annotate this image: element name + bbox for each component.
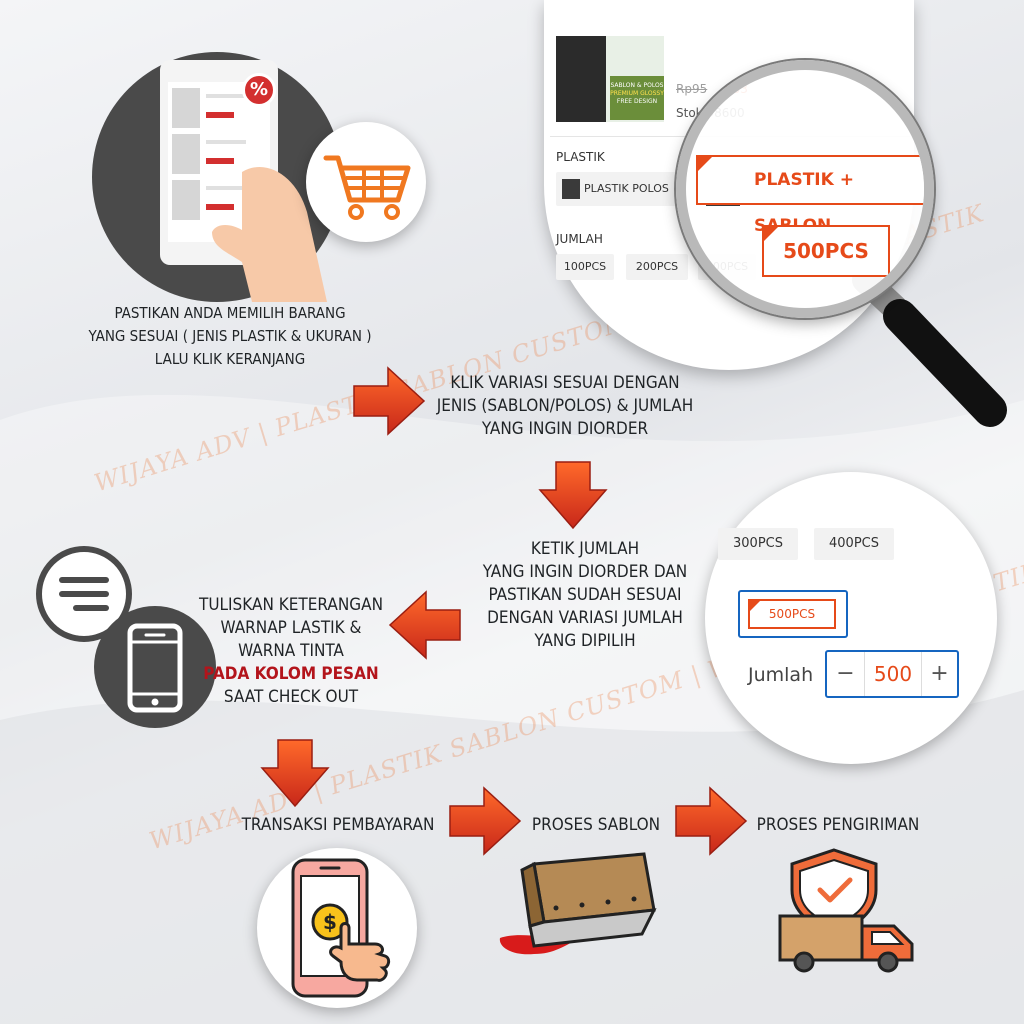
step2-caption: KLIK VARIASI SESUAI DENGAN JENIS (SABLON… bbox=[420, 372, 710, 441]
magnifier-lens: PLASTIK + SABLON 500PCS bbox=[676, 60, 934, 318]
step5-label: TRANSAKSI PEMBAYARAN bbox=[241, 815, 435, 835]
thumb-line: SABLON & POLOS bbox=[610, 82, 664, 89]
step1-line: LALU KLIK KERANJANG bbox=[154, 350, 306, 368]
qty-option-300-b[interactable]: 300PCS bbox=[718, 528, 798, 560]
arrow-right-icon bbox=[449, 786, 522, 856]
qty-option-500-zoom[interactable]: 500PCS bbox=[762, 225, 890, 277]
minus-button[interactable]: − bbox=[827, 652, 865, 696]
variant-title: PLASTIK bbox=[556, 150, 605, 164]
step3-line: KETIK JUMLAH bbox=[530, 539, 640, 559]
quantity-input[interactable]: 500 bbox=[873, 662, 913, 686]
qty-option-200[interactable]: 200PCS bbox=[626, 254, 688, 280]
variant-option-sablon[interactable]: PLASTIK + SABLON bbox=[696, 155, 924, 236]
step3-line: PASTIKAN SUDAH SESUAI bbox=[488, 585, 682, 605]
qty-option-500-b[interactable]: 500PCS bbox=[748, 599, 836, 629]
step6-label: PROSES SABLON bbox=[531, 815, 661, 835]
quantity-stepper[interactable]: − 500 + bbox=[825, 650, 959, 698]
smartphone-icon bbox=[127, 623, 183, 713]
selected-check-icon bbox=[748, 599, 762, 613]
qty-500-selection-frame bbox=[738, 590, 848, 638]
step1-line: YANG SESUAI ( JENIS PLASTIK & UKURAN ) bbox=[88, 327, 372, 345]
squeegee-icon bbox=[499, 852, 657, 955]
step4-line: TULISKAN KETERANGAN bbox=[198, 595, 384, 615]
step2-line: KLIK VARIASI SESUAI DENGAN bbox=[450, 373, 680, 393]
qty-option-400-b[interactable]: 400PCS bbox=[814, 528, 894, 560]
thumb-line: PREMIUM GLOSSY bbox=[610, 90, 664, 97]
price-old: Rp95 bbox=[676, 82, 708, 96]
jumlah-label: Jumlah bbox=[748, 664, 814, 686]
variant-option-label: PLASTIK POLOS bbox=[584, 182, 669, 195]
phone-shopping-icon bbox=[160, 60, 327, 302]
arrow-right-icon bbox=[675, 786, 748, 856]
qty-option-label: 500PCS bbox=[768, 607, 816, 621]
step3-line: DENGAN VARIASI JUMLAH bbox=[487, 608, 683, 628]
delivery-truck-icon bbox=[778, 848, 914, 973]
step4-line: WARNAP LASTIK & bbox=[220, 618, 362, 638]
variant-thumb bbox=[562, 179, 580, 199]
step4-highlight: PADA KOLOM PESAN bbox=[203, 664, 379, 684]
step4-line: SAAT CHECK OUT bbox=[223, 687, 359, 707]
product-thumbnail: SABLON & POLOS PREMIUM GLOSSY FREE DESIG… bbox=[556, 36, 664, 122]
step4-caption: TULISKAN KETERANGAN WARNAP LASTIK & WARN… bbox=[176, 594, 406, 709]
step3-line: YANG DIPILIH bbox=[534, 631, 636, 651]
variant-option-polos[interactable]: PLASTIK POLOS bbox=[556, 172, 682, 206]
arrow-right-icon bbox=[353, 366, 426, 436]
mobile-payment-icon: $ bbox=[291, 858, 391, 998]
discount-badge: % bbox=[242, 73, 276, 107]
step1-line: PASTIKAN ANDA MEMILIH BARANG bbox=[114, 304, 346, 322]
arrow-down-icon bbox=[538, 461, 608, 530]
svg-text:$: $ bbox=[323, 910, 337, 934]
thumb-line: FREE DESIGN bbox=[616, 98, 658, 105]
step2-line: YANG INGIN DIORDER bbox=[481, 419, 649, 439]
selected-check-icon bbox=[696, 155, 714, 173]
arrow-down-icon bbox=[260, 739, 330, 808]
shopping-cart-icon bbox=[323, 155, 411, 220]
step1-caption: PASTIKAN ANDA MEMILIH BARANG YANG SESUAI… bbox=[60, 302, 400, 371]
step3-caption: KETIK JUMLAH YANG INGIN DIORDER DAN PAST… bbox=[460, 538, 710, 653]
step4-line: WARNA TINTA bbox=[238, 641, 344, 661]
step3-line: YANG INGIN DIORDER DAN bbox=[482, 562, 688, 582]
qty-option-100[interactable]: 100PCS bbox=[556, 254, 614, 280]
arrow-left-icon bbox=[388, 590, 461, 660]
qty-option-label: 500PCS bbox=[783, 239, 869, 263]
step2-line: JENIS (SABLON/POLOS) & JUMLAH bbox=[436, 396, 694, 416]
qty-title: JUMLAH bbox=[556, 232, 603, 246]
selected-check-icon bbox=[762, 225, 780, 243]
step7-label: PROSES PENGIRIMAN bbox=[756, 815, 920, 835]
plus-button[interactable]: + bbox=[921, 652, 957, 696]
